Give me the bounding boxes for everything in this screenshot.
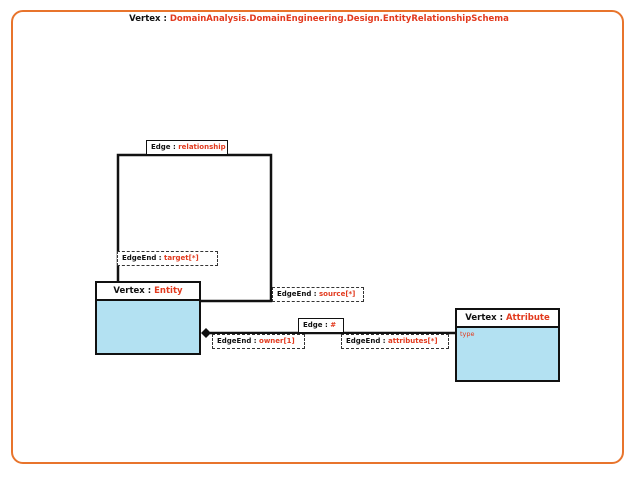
relationship-edge-line <box>116 153 273 303</box>
vertex-entity-header: Vertex : Entity <box>97 283 199 301</box>
vertex-attribute-header: Vertex : Attribute <box>457 310 558 328</box>
edgeend-owner-name: owner[1] <box>259 337 295 345</box>
edgeend-target-label[interactable]: EdgeEnd : target[*] <box>117 251 218 266</box>
vertex-entity-name: Entity <box>154 286 183 296</box>
vertex-attribute[interactable]: Vertex : Attribute type <box>455 308 560 382</box>
edgeend-source-label[interactable]: EdgeEnd : source[*] <box>272 287 364 302</box>
edgeend-source-kind: EdgeEnd : <box>277 290 317 298</box>
edgeend-attributes-kind: EdgeEnd : <box>346 337 386 345</box>
schema-frame <box>11 10 624 464</box>
vertex-attribute-type-field: type <box>460 330 475 338</box>
vertex-attribute-name: Attribute <box>505 313 550 323</box>
edgeend-owner-label[interactable]: EdgeEnd : owner[1] <box>212 334 305 349</box>
edgeend-attributes-label[interactable]: EdgeEnd : attributes[*] <box>341 334 449 349</box>
edgeend-attributes-name: attributes[*] <box>388 337 438 345</box>
edge-hash-kind: Edge : <box>303 321 328 329</box>
edge-relationship-name: relationship <box>178 143 226 151</box>
edge-relationship-kind: Edge : <box>151 143 176 151</box>
vertex-attribute-kind: Vertex : <box>465 313 503 323</box>
edge-hash-name: # <box>330 321 337 329</box>
edgeend-target-kind: EdgeEnd : <box>122 254 162 262</box>
edgeend-source-name: source[*] <box>319 290 356 298</box>
edgeend-target-name: target[*] <box>164 254 199 262</box>
edgeend-owner-kind: EdgeEnd : <box>217 337 257 345</box>
edge-relationship-label[interactable]: Edge : relationship <box>146 140 228 155</box>
vertex-entity-kind: Vertex : <box>113 286 152 296</box>
schema-title-name: DomainAnalysis.DomainEngineering.Design.… <box>169 14 509 24</box>
composition-diamond <box>201 328 211 338</box>
schema-title-kind: Vertex : <box>129 14 167 24</box>
schema-title: Vertex : DomainAnalysis.DomainEngineerin… <box>0 14 638 24</box>
vertex-entity[interactable]: Vertex : Entity <box>95 281 201 355</box>
edge-hash-label[interactable]: Edge : # <box>298 318 344 333</box>
